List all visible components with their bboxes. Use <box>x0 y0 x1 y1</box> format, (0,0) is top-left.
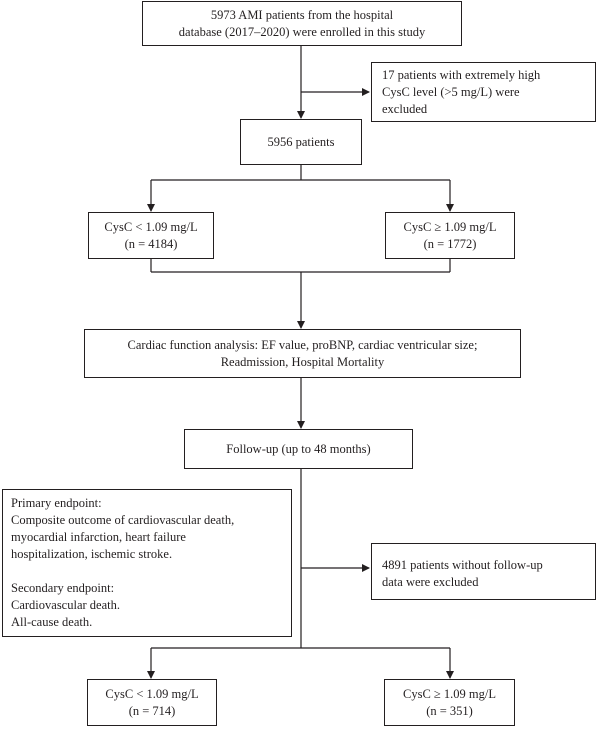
cardiac-analysis-box: Cardiac function analysis: EF value, pro… <box>84 329 521 378</box>
enrolled-line-1: 5973 AMI patients from the hospital <box>210 7 394 22</box>
patients-total-label: 5956 patients <box>267 134 335 149</box>
exclusion-high-line-1: 17 patients with extremely high <box>382 68 541 82</box>
follow-up-box: Follow-up (up to 48 months) <box>184 429 413 469</box>
endpoint-spacer <box>11 563 291 580</box>
exclusion-followup-line-2: data were excluded <box>382 575 479 589</box>
endpoints-box: Primary endpoint: Composite outcome of c… <box>2 489 292 637</box>
exclusion-followup-line-1: 4891 patients without follow-up <box>382 558 543 572</box>
secondary-endpoint-heading: Secondary endpoint: <box>11 581 115 595</box>
exclusion-high-line-3: excluded <box>382 102 428 116</box>
patients-total-box: 5956 patients <box>240 119 362 165</box>
exclusion-high-cysc-box: 17 patients with extremely high CysC lev… <box>371 62 596 122</box>
primary-endpoint-line-3: hospitalization, ischemic stroke. <box>11 547 173 561</box>
group-low-2-box: CysC < 1.09 mg/L (n = 714) <box>87 679 217 726</box>
exclusion-followup-box: 4891 patients without follow-up data wer… <box>371 543 596 600</box>
group-high-2-line-2: (n = 351) <box>426 703 473 718</box>
secondary-endpoint-line-2: All-cause death. <box>11 615 93 629</box>
group-high-1-line-2: (n = 1772) <box>423 236 477 251</box>
primary-endpoint-line-2: myocardial infarction, heart failure <box>11 530 186 544</box>
enrolled-line-2: database (2017–2020) were enrolled in th… <box>178 24 426 39</box>
follow-up-label: Follow-up (up to 48 months) <box>226 441 371 456</box>
group-low-2-line-1: CysC < 1.09 mg/L <box>105 686 199 701</box>
group-low-1-line-2: (n = 4184) <box>124 236 178 251</box>
enrolled-box: 5973 AMI patients from the hospital data… <box>142 1 462 46</box>
group-low-1-box: CysC < 1.09 mg/L (n = 4184) <box>88 212 214 259</box>
cardiac-analysis-line-2: Readmission, Hospital Mortality <box>220 354 385 369</box>
primary-endpoint-line-1: Composite outcome of cardiovascular deat… <box>11 513 235 527</box>
group-low-1-line-1: CysC < 1.09 mg/L <box>104 219 198 234</box>
exclusion-high-line-2: CysC level (>5 mg/L) were <box>382 85 520 99</box>
group-high-2-box: CysC ≥ 1.09 mg/L (n = 351) <box>384 679 515 726</box>
group-low-2-line-2: (n = 714) <box>128 703 176 718</box>
group-high-1-line-1: CysC ≥ 1.09 mg/L <box>403 219 497 234</box>
secondary-endpoint-line-1: Cardiovascular death. <box>11 598 120 612</box>
primary-endpoint-heading: Primary endpoint: <box>11 496 102 510</box>
cardiac-analysis-line-1: Cardiac function analysis: EF value, pro… <box>127 337 478 352</box>
group-high-2-line-1: CysC ≥ 1.09 mg/L <box>403 686 496 701</box>
group-high-1-box: CysC ≥ 1.09 mg/L (n = 1772) <box>385 212 515 259</box>
